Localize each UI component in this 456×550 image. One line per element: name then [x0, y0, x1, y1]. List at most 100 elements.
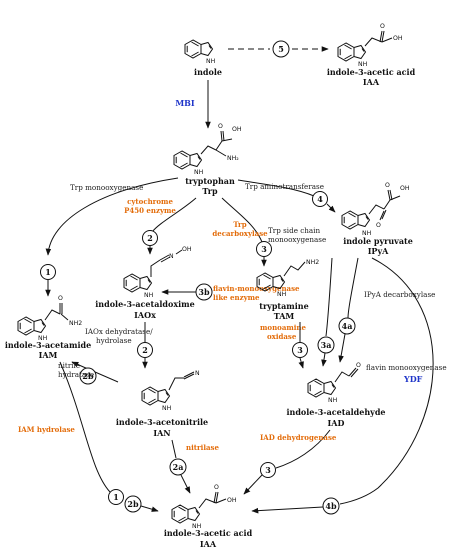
- svg-text:2a: 2a: [173, 462, 184, 472]
- tam-name: tryptamine: [259, 301, 308, 311]
- trp-to-iam-arrow: [45, 177, 179, 256]
- iad-name: indole-3-acetaldehyde: [286, 407, 385, 417]
- svg-text:2: 2: [142, 345, 148, 355]
- step-4b-badge: 4b: [322, 497, 340, 515]
- ipya-oh-atom: OH: [400, 185, 410, 192]
- svg-text:1: 1: [45, 267, 51, 277]
- iam-nh-atom: NH: [38, 335, 48, 342]
- iam-o-atom: O: [58, 295, 63, 302]
- iad-to-iaa-arrow-b: [243, 474, 263, 495]
- iaa-top-molecule: NH O OH: [337, 23, 403, 68]
- tam-to-iad-arrow-b: [298, 357, 304, 369]
- step-1a-badge: 1: [40, 264, 56, 280]
- iam-molecule: NH O NH2: [17, 295, 82, 342]
- svg-text:2b: 2b: [82, 371, 94, 381]
- step-3c-badge: 3: [292, 342, 308, 358]
- step-5-badge: 5: [272, 40, 290, 58]
- step-4a-badge: 4: [312, 191, 328, 207]
- step4b-to-iaa-arrow: [251, 506, 324, 514]
- ian-n-atom: N: [195, 370, 200, 377]
- step-2b-badge-b: 2b: [124, 495, 142, 513]
- ipya-to-iaa-ydf-arrow: [339, 257, 434, 505]
- ipya-to-iad-arrow-a: [347, 257, 359, 319]
- trp-oh-atom: OH: [232, 126, 242, 133]
- iam-to-iaa-arrow-a: [59, 361, 111, 493]
- tam-molecule: NH NH2: [256, 259, 319, 298]
- iaox-n-atom: N: [169, 253, 174, 260]
- flavin-monooxygenase-ydf-label: flavin monooxygenase: [366, 363, 447, 372]
- iad-o-atom: O: [356, 362, 361, 369]
- trp-to-ipya-arrow: [237, 179, 315, 197]
- trp-to-iad-3a-arrow-b: [321, 352, 327, 367]
- ipya-to-iad-arrow-b: [338, 333, 346, 363]
- step-2c-badge: 2: [137, 342, 153, 358]
- step-2a2-badge: 2a: [169, 458, 187, 476]
- indole-name: indole: [194, 67, 222, 77]
- trp-decarb-label-1: Trp: [233, 220, 246, 229]
- iaa-bottom-o-atom: O: [214, 484, 219, 491]
- iaox-nh-atom: NH: [144, 292, 154, 299]
- ydf-organism-label: YDF: [403, 374, 423, 384]
- ipya-o-atom-2: O: [376, 222, 381, 229]
- ian-to-iaa-arrow-a: [171, 439, 177, 459]
- iaa-top-nh-atom: NH: [358, 61, 368, 68]
- iam-hydrolase-label: IAM hydrolase: [18, 425, 75, 434]
- tryptophan-abbr: Trp: [202, 186, 218, 196]
- ipya-o-atom-1: O: [385, 182, 390, 189]
- iad-nh-atom: NH: [328, 397, 338, 404]
- trp-aminotransferase-label: Trp aminotransferase: [245, 182, 324, 191]
- indole-nh-atom: NH: [206, 58, 216, 65]
- trp-to-tam-arrow: [221, 197, 263, 243]
- svg-text:1: 1: [113, 492, 119, 502]
- ipya-molecule: NH O OH O: [341, 182, 410, 237]
- monoamine-label-2: oxidase: [267, 332, 297, 341]
- svg-text:4b: 4b: [325, 501, 337, 511]
- ian-name: indole-3-acetonitrile: [116, 417, 208, 427]
- nitrile-hydratase-label-1: nitrile: [58, 361, 80, 370]
- svg-text:3: 3: [261, 244, 267, 254]
- svg-text:3a: 3a: [321, 340, 332, 350]
- iam-nh2-atom: NH2: [69, 320, 82, 327]
- svg-text:3b: 3b: [198, 287, 210, 297]
- ipya-nh-atom: NH: [362, 230, 372, 237]
- iaa-bottom-name: indole-3-acetic acid: [164, 528, 253, 538]
- tryptophan-name: tryptophan: [185, 176, 235, 186]
- iam-abbr: IAM: [39, 350, 58, 360]
- trp-o-atom: O: [218, 123, 223, 130]
- ipya-decarboxylase-label: IPyA decarboxylase: [364, 290, 435, 299]
- iaox-molecule: NH N OH: [123, 246, 192, 299]
- step-2a-badge: 2: [142, 230, 158, 246]
- iam-name: indole-3-acetamide: [5, 340, 91, 350]
- nitrilase-label: nitrilase: [186, 443, 219, 452]
- flavin-mono-label-2: like enzyme: [213, 293, 260, 302]
- iad-molecule: NH O: [307, 362, 361, 404]
- svg-text:4a: 4a: [342, 321, 353, 331]
- step-2b-badge-a: 2b: [79, 367, 97, 385]
- iad-dehydrogenase-label: IAD dehydrogenase: [260, 433, 337, 442]
- iaa-top-oh-atom: OH: [393, 35, 403, 42]
- step-3b-badge: 3b: [195, 283, 213, 301]
- tryptophan-molecule: NH O OH NH₂: [173, 123, 242, 176]
- ian-to-iaa-arrow-b: [180, 474, 191, 494]
- ian-molecule: NH N: [141, 370, 200, 412]
- ipya-name: indole pyruvate: [343, 236, 413, 246]
- step-3a-badge: 3: [256, 241, 272, 257]
- trp-side-chain-label-1: Trp side chain: [268, 226, 320, 235]
- trp-monooxygenase-label: Trp monooxygenase: [70, 183, 143, 192]
- step-4a2-badge: 4a: [338, 317, 356, 335]
- trp-side-chain-label-2: monooxygenase: [268, 235, 326, 244]
- cytochrome-label: cytochrome: [127, 197, 173, 206]
- mbi-organism-label: MBI: [175, 98, 195, 108]
- iaa-bottom-nh-atom: NH: [192, 523, 202, 530]
- trp-nh2-atom: NH₂: [227, 155, 239, 162]
- ian-abbr: IAN: [153, 428, 170, 438]
- iad-to-iaa-arrow-a: [275, 429, 331, 469]
- trp-to-iad-3a-arrow-a: [325, 257, 333, 337]
- ian-nh-atom: NH: [162, 405, 172, 412]
- iad-abbr: IAD: [328, 418, 345, 428]
- nitrile-hydratase-label-2: hydratase: [58, 370, 94, 379]
- indole-molecule: NH: [184, 39, 216, 65]
- monoamine-label-1: monoamine: [260, 323, 307, 332]
- iaa-bottom-oh-atom: OH: [227, 497, 237, 504]
- iaox-name: indole-3-acetaldoxime: [95, 299, 194, 309]
